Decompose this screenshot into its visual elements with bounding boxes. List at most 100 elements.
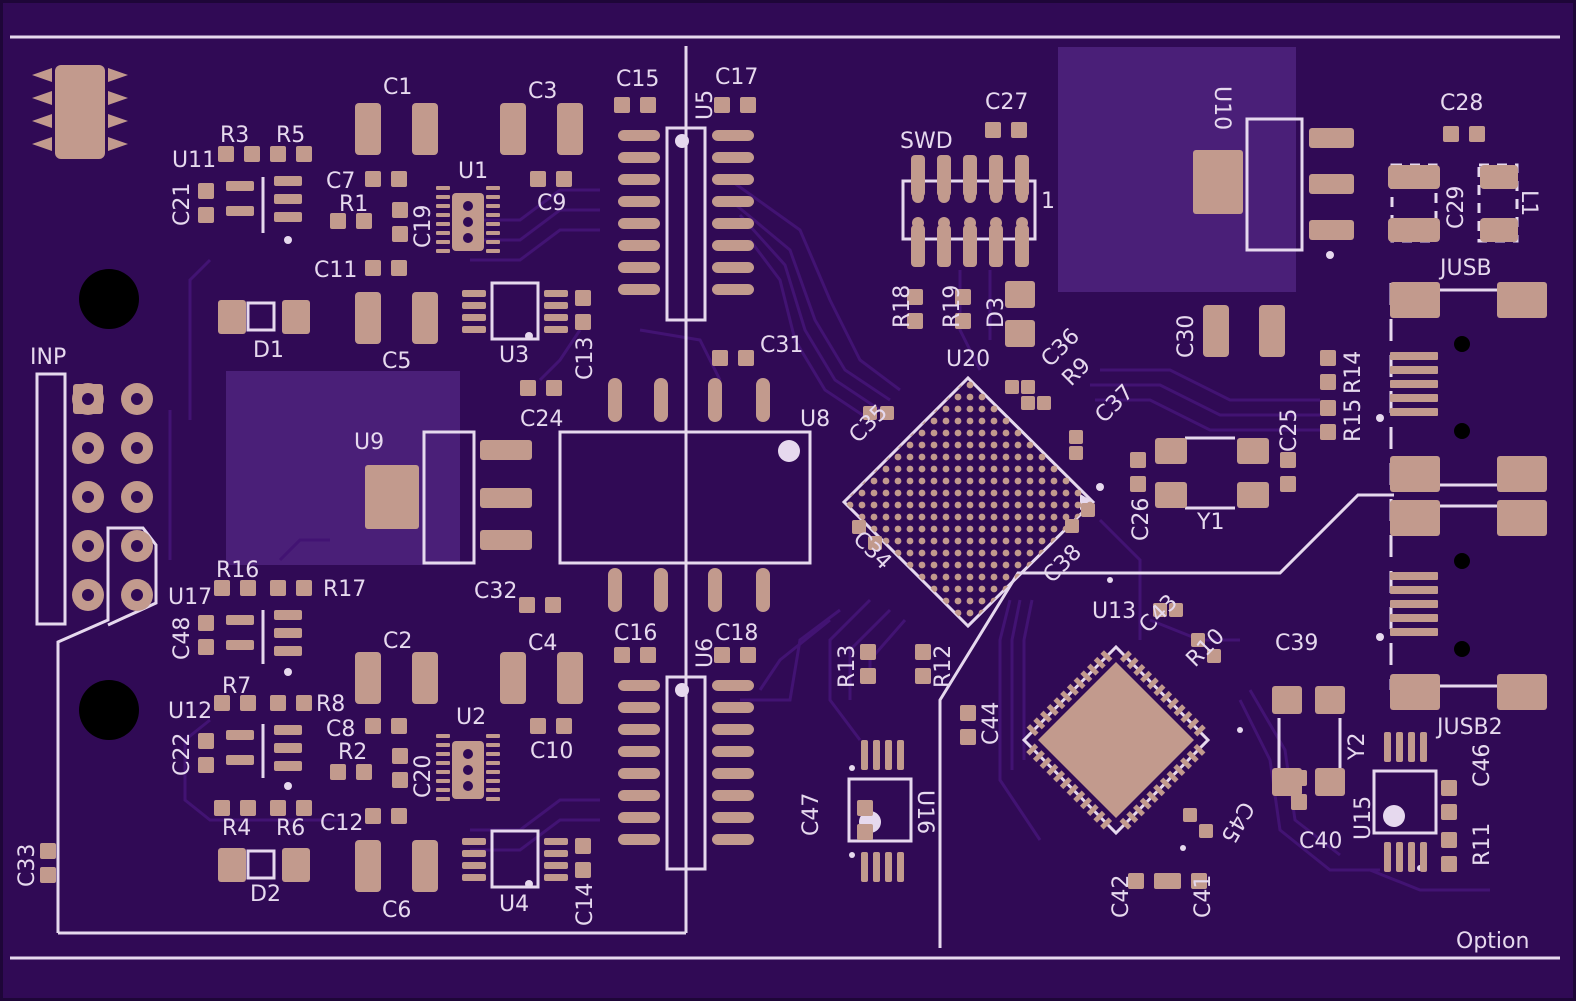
ic-pin xyxy=(486,195,500,199)
smd-pad xyxy=(1191,633,1205,647)
bga-ball xyxy=(1050,465,1058,473)
bga-ball xyxy=(894,489,902,497)
smd-pad xyxy=(40,843,56,859)
smd-pad xyxy=(1021,380,1035,394)
qfn-pin xyxy=(1100,817,1113,830)
bga-ball xyxy=(1062,501,1070,509)
swd-pad xyxy=(912,217,924,229)
bga-ball xyxy=(1002,537,1010,545)
ic-pin xyxy=(712,702,754,713)
label-c42: C42 xyxy=(1109,875,1134,918)
bga-ball xyxy=(1038,489,1046,497)
bga-ball xyxy=(990,537,998,545)
qfn-pin xyxy=(1159,777,1172,790)
ic-pin xyxy=(274,743,302,753)
ic-pin xyxy=(462,290,486,297)
bga-ball xyxy=(942,573,950,581)
bga-ball xyxy=(1038,453,1046,461)
diode-pad xyxy=(282,300,310,334)
smd-pad xyxy=(520,380,536,396)
label-u1: U1 xyxy=(458,159,488,184)
silkscreen-labels: C1 C3 C15 C17 R3 R5 U11 C7 U1 C9 R1 C11 … xyxy=(30,65,1529,954)
bga-ball xyxy=(882,513,890,521)
smd-pad xyxy=(1021,396,1035,410)
bga-ball xyxy=(954,513,962,521)
ic-pin xyxy=(274,761,302,771)
bga-ball xyxy=(930,441,938,449)
ic-pin xyxy=(618,790,660,801)
bga-ball xyxy=(978,513,986,521)
smd-pad xyxy=(860,644,876,660)
bga-ball xyxy=(966,609,974,617)
swd-pad xyxy=(964,191,976,203)
qfn-pin xyxy=(1100,650,1113,663)
bga-ball xyxy=(1014,537,1022,545)
bga-ball xyxy=(954,597,962,605)
qfn-pin xyxy=(1180,711,1193,724)
bga-ball xyxy=(966,465,974,473)
bga-ball xyxy=(894,453,902,461)
bga-ball xyxy=(882,501,890,509)
ic-pin xyxy=(1420,842,1427,872)
ic-pin xyxy=(712,284,754,295)
ic-pin xyxy=(226,730,254,740)
u6-outline xyxy=(665,675,707,871)
bga-ball xyxy=(882,489,890,497)
qfn-pin xyxy=(1060,690,1073,703)
bga-ball xyxy=(1026,501,1034,509)
bga-ball xyxy=(930,501,938,509)
smd-pad xyxy=(546,380,562,396)
relay-pin xyxy=(608,378,622,422)
u20-outline xyxy=(841,375,1096,629)
ic-pin xyxy=(462,874,486,881)
ic-pin xyxy=(712,174,754,185)
u5-outline xyxy=(665,126,707,322)
bga-ball xyxy=(1002,561,1010,569)
bga-ball xyxy=(966,429,974,437)
capacitor-pad xyxy=(412,103,438,155)
ic-pin xyxy=(544,850,568,857)
bga-ball xyxy=(894,501,902,509)
bga-ball xyxy=(1014,489,1022,497)
bga-ball xyxy=(966,501,974,509)
ic-pin xyxy=(436,788,450,792)
label-u4: U4 xyxy=(499,892,529,917)
bga-ball xyxy=(942,405,950,413)
qfn-pin xyxy=(1093,656,1106,669)
bga-ball xyxy=(942,465,950,473)
label-c41: C41 xyxy=(1191,875,1216,918)
smd-pad xyxy=(857,824,873,840)
relay-pin xyxy=(654,378,668,422)
bga-ball xyxy=(918,549,926,557)
smd-pad xyxy=(214,580,230,596)
ic-pin xyxy=(274,610,302,620)
bga-ball xyxy=(942,561,950,569)
smd-pad xyxy=(198,639,214,655)
capacitor-pad xyxy=(1388,218,1440,242)
bga-ball xyxy=(954,393,962,401)
ic-pin xyxy=(436,779,450,783)
relay-pin xyxy=(708,568,722,612)
label-r1: R1 xyxy=(339,192,368,217)
ic-pin xyxy=(885,852,892,882)
bga-ball xyxy=(1014,477,1022,485)
ic-pin xyxy=(618,834,660,845)
u13-center-pad xyxy=(1038,662,1194,818)
relay-pin xyxy=(654,568,668,612)
bga-ball xyxy=(966,561,974,569)
bga-ball xyxy=(1014,441,1022,449)
bga-ball xyxy=(1014,513,1022,521)
smd-pad xyxy=(270,800,286,816)
bga-ball xyxy=(966,489,974,497)
ic-pin xyxy=(436,186,450,190)
ic-pin xyxy=(436,204,450,208)
label-y1: Y1 xyxy=(1196,510,1224,535)
qfn-pin xyxy=(1187,717,1200,730)
label-u6: U6 xyxy=(693,638,718,668)
qfn-pin xyxy=(1193,743,1206,756)
label-c17: C17 xyxy=(715,65,758,90)
bga-ball xyxy=(906,441,914,449)
swd-pad xyxy=(1016,191,1028,203)
bga-ball xyxy=(930,417,938,425)
label-c24: C24 xyxy=(520,407,563,432)
